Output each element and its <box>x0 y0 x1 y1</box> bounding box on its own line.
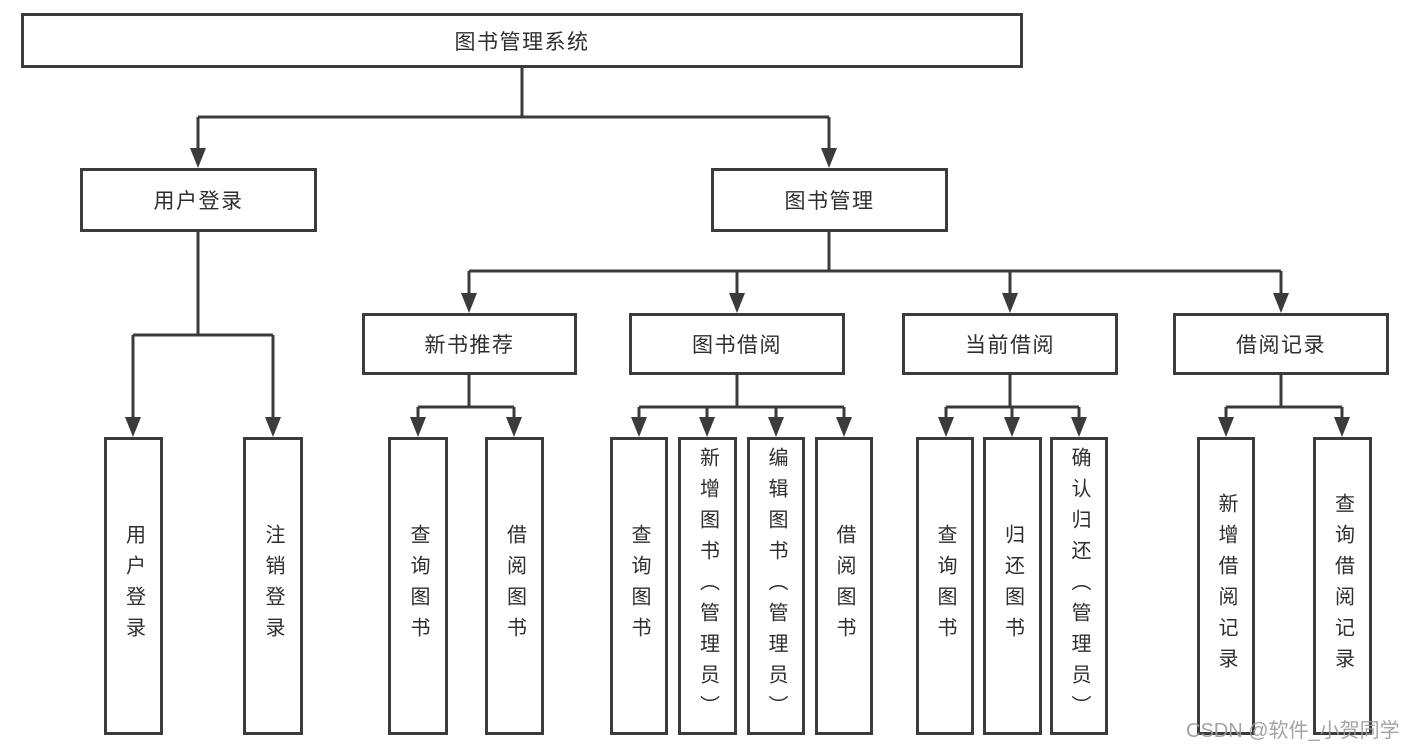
leaf-current-return-books-label: 归还图书 <box>1001 524 1024 648</box>
node-book-management: 图书管理 <box>711 168 948 232</box>
leaf-current-confirm-return-label: 确认归还（管理员） <box>1068 446 1090 726</box>
leaf-borrowing-borrow-books-label: 借阅图书 <box>833 524 855 648</box>
leaf-records-query-record-label: 查询借阅记录 <box>1331 493 1354 679</box>
node-current-borrowing: 当前借阅 <box>902 313 1118 375</box>
node-user-login: 用户登录 <box>80 168 317 232</box>
node-user-login-label: 用户登录 <box>153 190 244 213</box>
leaf-logout-label: 注销登录 <box>262 524 284 648</box>
node-root: 图书管理系统 <box>21 13 1023 68</box>
leaf-borrowing-edit-books: 编辑图书（管理员） <box>747 437 805 735</box>
node-new-book-recommend: 新书推荐 <box>362 313 577 375</box>
leaf-borrowing-edit-books-label: 编辑图书（管理员） <box>765 446 787 726</box>
node-book-borrowing-label: 图书借阅 <box>692 334 782 357</box>
leaf-records-add-record: 新增借阅记录 <box>1197 437 1255 735</box>
leaf-borrowing-query-books: 查询图书 <box>610 437 668 735</box>
arrowheads <box>125 148 1350 437</box>
leaf-current-return-books: 归还图书 <box>983 437 1042 735</box>
leaf-current-query-books-label: 查询图书 <box>934 524 956 648</box>
leaf-recommend-borrow-books: 借阅图书 <box>485 437 544 735</box>
node-root-label: 图书管理系统 <box>454 30 590 54</box>
leaf-user-login: 用户登录 <box>104 437 163 735</box>
csdn-watermark: CSDN @软件_小贺同学 <box>1186 720 1400 742</box>
node-new-book-recommend-label: 新书推荐 <box>424 334 515 357</box>
leaf-recommend-query-books: 查询图书 <box>388 437 448 735</box>
leaf-borrowing-add-books-label: 新增图书（管理员） <box>696 446 719 726</box>
node-book-management-label: 图书管理 <box>784 190 875 213</box>
node-borrowing-records-label: 借阅记录 <box>1236 334 1326 357</box>
leaf-logout: 注销登录 <box>243 437 303 735</box>
leaf-borrowing-add-books: 新增图书（管理员） <box>678 437 737 735</box>
leaf-current-confirm-return: 确认归还（管理员） <box>1050 437 1108 735</box>
leaf-recommend-query-books-label: 查询图书 <box>407 524 429 648</box>
leaf-current-query-books: 查询图书 <box>916 437 974 735</box>
leaf-borrowing-query-books-label: 查询图书 <box>628 524 650 648</box>
node-current-borrowing-label: 当前借阅 <box>965 334 1055 357</box>
leaf-user-login-label: 用户登录 <box>122 524 145 648</box>
node-book-borrowing: 图书借阅 <box>629 313 845 375</box>
leaf-recommend-borrow-books-label: 借阅图书 <box>503 524 526 648</box>
leaf-borrowing-borrow-books: 借阅图书 <box>815 437 873 735</box>
leaf-records-query-record: 查询借阅记录 <box>1313 437 1372 735</box>
leaf-records-add-record-label: 新增借阅记录 <box>1215 493 1237 679</box>
node-borrowing-records: 借阅记录 <box>1173 313 1389 375</box>
